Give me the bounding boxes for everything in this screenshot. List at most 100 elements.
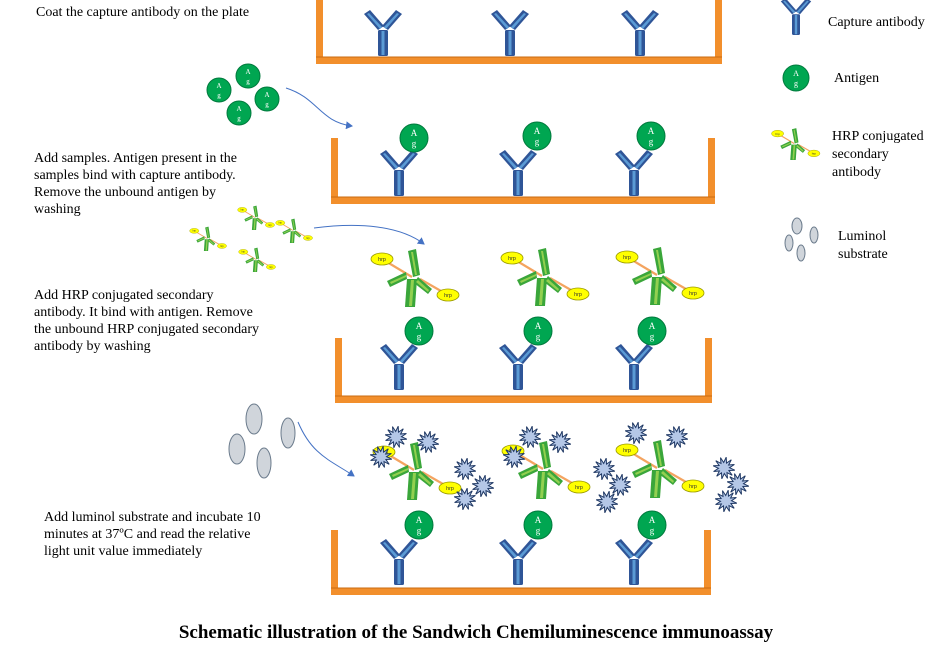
svg-text:hrp: hrp: [689, 484, 697, 490]
svg-text:hrp: hrp: [508, 256, 516, 262]
hrp-enzyme: [438, 481, 462, 495]
legend-antigen-label: Antigen: [834, 71, 880, 86]
hrp-enzyme: [189, 228, 200, 234]
plate-step-4: [331, 530, 711, 595]
svg-text:g: g: [417, 332, 422, 342]
bound-antigen-step-3-2: Ag: [523, 316, 553, 346]
svg-text:g: g: [417, 526, 422, 536]
step-2-text: Add samples. Antigen present in the samp…: [34, 151, 237, 217]
hrp-enzyme: [266, 264, 276, 270]
svg-text:A: A: [648, 126, 655, 136]
svg-text:hrp: hrp: [193, 230, 197, 233]
svg-text:hrp: hrp: [241, 209, 245, 212]
hrp-enzyme: [237, 207, 248, 213]
step-3-text: Add HRP conjugated secondary antibody. I…: [34, 288, 259, 354]
light-burst-16: [726, 472, 750, 496]
free-antigen: Ag: [206, 77, 232, 103]
svg-text:g: g: [794, 79, 798, 88]
svg-text:A: A: [216, 82, 221, 90]
capture-antibody-step-2-1: [380, 150, 418, 196]
svg-text:hrp: hrp: [378, 257, 386, 263]
hrp-enzyme: [681, 479, 705, 493]
light-burst-17: [714, 489, 738, 513]
hrp-enzyme: [771, 130, 784, 138]
hrp-enzyme: [500, 251, 524, 265]
svg-text:A: A: [649, 321, 656, 331]
hrp-enzyme: [265, 222, 275, 228]
svg-text:A: A: [416, 321, 423, 331]
bound-antigen-step-2-2: Ag: [522, 121, 552, 151]
bound-antigen-step-3-3: Ag: [637, 316, 667, 346]
svg-text:A: A: [535, 321, 542, 331]
svg-text:g: g: [536, 332, 541, 342]
free-antigen: Ag: [226, 100, 252, 126]
hrp-enzyme: [615, 250, 639, 264]
legend-luminol-icon: [809, 226, 819, 244]
legend-luminol-label: Luminol substrate: [838, 229, 888, 262]
capture-antibody-step-1-1: [364, 10, 402, 56]
svg-text:A: A: [264, 91, 269, 99]
capture-antibody-step-3-3: [615, 344, 653, 390]
capture-antibodies-layer: [364, 0, 812, 585]
legend-luminol-icon: [796, 244, 806, 262]
svg-text:hrp: hrp: [689, 291, 697, 297]
capture-antibody-step-4-2: [499, 539, 537, 585]
svg-text:A: A: [793, 69, 799, 78]
capture-antibody-step-1-3: [621, 10, 659, 56]
light-burst-3: [369, 445, 393, 469]
light-burst-8: [548, 430, 572, 454]
svg-text:g: g: [412, 139, 417, 149]
capture-antibody-step-4-1: [380, 539, 418, 585]
svg-text:g: g: [217, 91, 221, 99]
hrp-enzyme: [681, 286, 705, 300]
svg-text:hrp: hrp: [444, 293, 452, 299]
plate-step-3: [335, 338, 712, 403]
luminol-drop: [245, 403, 263, 435]
capture-antibody-step-2-3: [615, 150, 653, 196]
luminol-drop: [256, 447, 272, 479]
svg-text:A: A: [245, 68, 250, 76]
svg-text:g: g: [237, 114, 241, 122]
hrp-enzyme: [370, 252, 394, 266]
legend-luminol-icon: [784, 234, 794, 252]
svg-text:hrp: hrp: [812, 152, 817, 156]
secondary-antibody-step-3-3: hrp hrp: [615, 247, 705, 305]
light-burst-14: [595, 490, 619, 514]
svg-text:A: A: [535, 515, 542, 525]
svg-text:g: g: [650, 526, 655, 536]
svg-text:g: g: [650, 332, 655, 342]
svg-text:hrp: hrp: [446, 486, 454, 492]
svg-text:hrp: hrp: [574, 292, 582, 298]
free-antigen: Ag: [254, 86, 280, 112]
hrp-enzyme: [615, 443, 639, 457]
bound-antigen-step-2-3: Ag: [636, 121, 666, 151]
hrp-enzyme: [303, 235, 313, 241]
svg-text:hrp: hrp: [623, 255, 631, 261]
light-bursts-layer: [369, 421, 750, 514]
svg-text:hrp: hrp: [269, 266, 273, 269]
arrow-secondary-to-plate: [313, 224, 425, 245]
light-burst-1: [384, 425, 408, 449]
svg-text:g: g: [536, 526, 541, 536]
hrp-enzyme: [436, 288, 460, 302]
capture-antibody-step-3-2: [499, 344, 537, 390]
svg-text:hrp: hrp: [242, 251, 246, 254]
capture-antibody-step-3-1: [380, 344, 418, 390]
svg-text:g: g: [535, 137, 540, 147]
svg-text:A: A: [534, 126, 541, 136]
free-secondary-antibody-4: hrp hrp: [238, 247, 276, 272]
capture-antibody-step-1-2: [491, 10, 529, 56]
hrp-enzyme: [275, 220, 286, 226]
capture-antibody-step-4-3: [615, 539, 653, 585]
plate-step-2: [331, 138, 715, 204]
svg-text:A: A: [416, 515, 423, 525]
light-burst-15: [712, 456, 736, 480]
light-burst-10: [624, 421, 648, 445]
light-burst-9: [502, 445, 526, 469]
secondary-antibody-step-3-1: hrp hrp: [370, 249, 460, 307]
luminol-drop: [280, 417, 296, 449]
hrp-enzyme: [567, 480, 591, 494]
